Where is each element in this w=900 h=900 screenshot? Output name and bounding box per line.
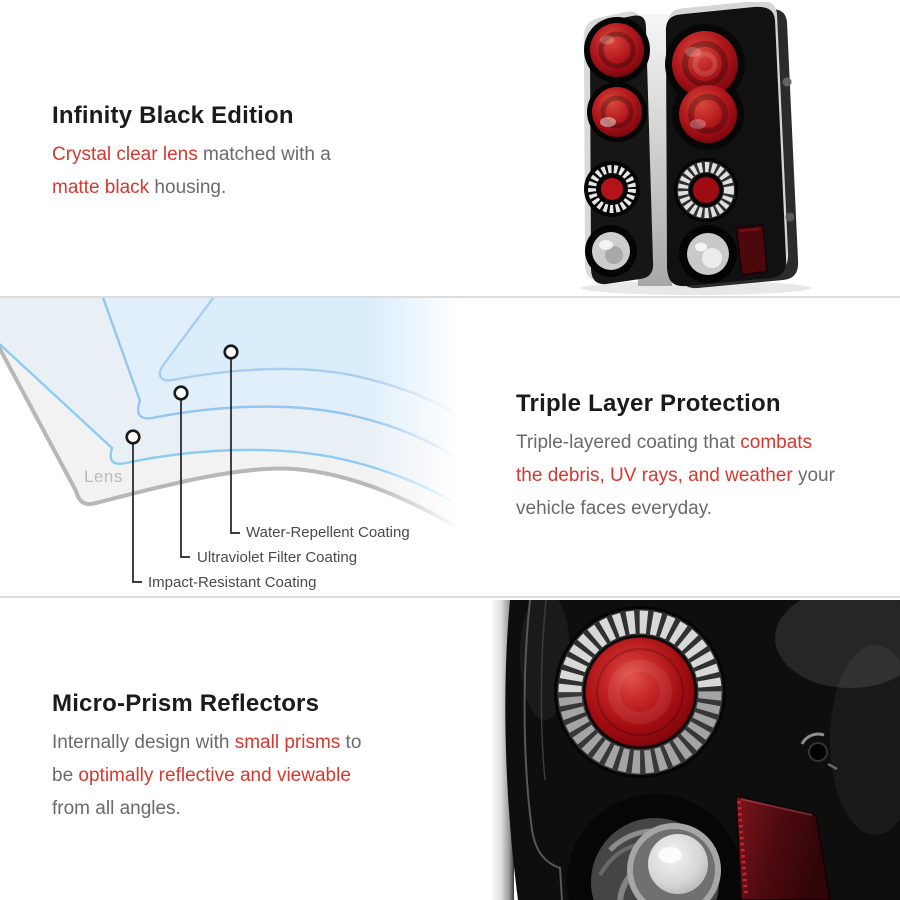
body-text-line: Crystal clear lens matched with a [52, 144, 331, 165]
leader-line [230, 359, 240, 534]
lens-label: Lens [84, 467, 123, 486]
body-text-line: Internally design with small prisms to [52, 732, 362, 753]
coating-label-impact-resistant: Impact-Resistant Coating [148, 574, 317, 591]
lens-coating-diagram [0, 298, 460, 598]
right-tail-light [665, 2, 799, 289]
screw-hole [800, 732, 838, 771]
marker-dot [125, 429, 141, 445]
leader-line [180, 400, 190, 558]
body-text-line: the debris, UV rays, and weather your [516, 465, 835, 486]
micro-prism-reflector [554, 606, 726, 778]
body-text-line: matte black housing. [52, 177, 227, 198]
tail-lights-pair-photo [581, 2, 811, 295]
section-reflectors-heading: Micro-Prism Reflectors [52, 690, 320, 717]
coating-label-water-repellent: Water-Repellent Coating [246, 524, 410, 541]
section-reflectors-body: Internally design with small prisms to be… [52, 726, 442, 825]
section-divider [0, 296, 900, 298]
leader-line [132, 444, 142, 583]
marker-dot [173, 385, 189, 401]
section-infinity-text: Infinity Black Edition Crystal clear len… [52, 101, 432, 204]
section-infinity-body: Crystal clear lens matched with a matte b… [52, 138, 432, 204]
housing-mold-line [523, 600, 563, 900]
section-protection-heading: Triple Layer Protection [516, 390, 781, 417]
mounting-boss [782, 77, 792, 87]
left-tail-light [583, 11, 654, 285]
brake-lens [590, 23, 644, 77]
body-text-line: be optimally reflective and viewable [52, 765, 351, 786]
side-marker-lens [735, 224, 768, 276]
coating-label-ultraviolet-filter: Ultraviolet Filter Coating [197, 549, 358, 566]
section-protection-text: Triple Layer Protection Triple-layered c… [516, 389, 896, 525]
section-reflectors-text: Micro-Prism Reflectors Internally design… [52, 689, 442, 825]
body-text-line: Triple-layered coating that combats [516, 432, 813, 453]
projector-lens [648, 834, 708, 894]
mounting-boss [785, 212, 795, 222]
turn-lens [592, 87, 642, 137]
prism-teeth-ring [558, 610, 722, 774]
prism-ring [678, 162, 734, 218]
side-marker-lens-closeup [734, 794, 832, 900]
section-divider [0, 596, 900, 598]
section-protection-body: Triple-layered coating that combats the d… [516, 426, 896, 525]
reverse-lamp-closeup [567, 794, 743, 900]
red-reflector-lens [585, 637, 695, 747]
section-infinity-heading: Infinity Black Edition [52, 102, 294, 129]
turn-lens [679, 85, 737, 143]
reflector-closeup-photo [450, 600, 900, 900]
prism-ring [588, 165, 636, 213]
body-text-line: from all angles. [52, 798, 181, 819]
body-text-line: vehicle faces everyday. [516, 498, 713, 519]
brake-lens [672, 31, 738, 97]
marker-dot [223, 344, 239, 360]
